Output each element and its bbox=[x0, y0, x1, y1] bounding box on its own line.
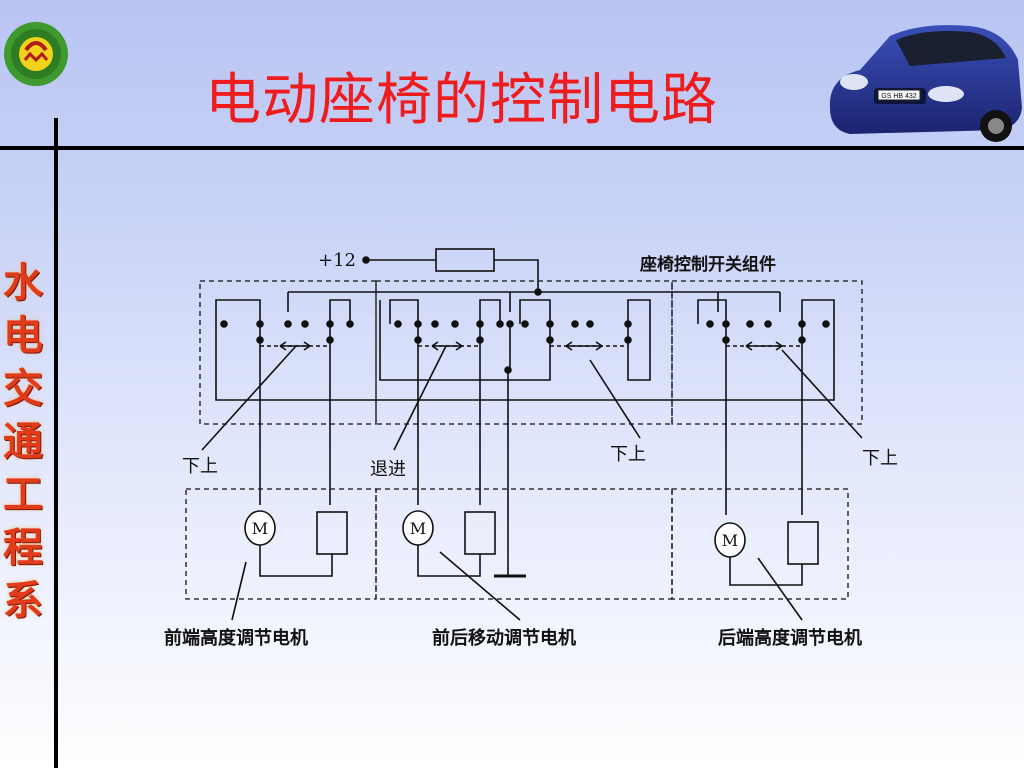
leader-line bbox=[757, 557, 803, 621]
middle-switch-label: 退进 bbox=[370, 459, 406, 480]
car-image: GS HB 432 bbox=[829, 25, 1022, 142]
switch-assembly-boxes bbox=[199, 280, 863, 425]
leader-line bbox=[439, 551, 521, 621]
leader-line bbox=[781, 349, 863, 439]
slide-title: 电动座椅的控制电路 bbox=[205, 68, 718, 133]
power-wire bbox=[494, 259, 539, 292]
department-char: 通 bbox=[3, 418, 43, 465]
motor-boxes bbox=[185, 488, 849, 600]
college-logo-icon bbox=[4, 22, 68, 86]
rear-switch-label: 下上 bbox=[862, 448, 898, 469]
department-char: 工 bbox=[3, 471, 43, 518]
power-terminal bbox=[362, 256, 370, 264]
department-char: 系 bbox=[3, 577, 43, 624]
sidebar-divider bbox=[54, 118, 58, 768]
rear-motor-label: 后端高度调节电机 bbox=[718, 627, 862, 649]
leader-line bbox=[231, 561, 247, 621]
switch-assembly-label: 座椅控制开关组件 bbox=[640, 254, 776, 275]
middle-right-switch-label: 下上 bbox=[610, 444, 646, 465]
middle-limit-switch bbox=[464, 511, 496, 555]
motor-symbol: M bbox=[410, 519, 426, 538]
license-plate: GS HB 432 bbox=[881, 93, 917, 100]
power-label: +12 bbox=[318, 250, 356, 271]
department-label: 水 电 交 通 工 程 系 bbox=[0, 256, 46, 627]
leader-line bbox=[589, 359, 641, 439]
middle-motor-label: 前后移动调节电机 bbox=[432, 627, 576, 649]
front-switch-label: 下上 bbox=[182, 456, 218, 477]
header-divider bbox=[0, 146, 1024, 150]
department-char: 交 bbox=[3, 365, 43, 412]
fuse-icon bbox=[435, 248, 495, 272]
front-limit-switch bbox=[316, 511, 348, 555]
seat-control-circuit-diagram: M M M +12 座椅控制开关组件 下上 退进 下上 下上 前端高度调节电机 … bbox=[164, 248, 898, 649]
department-char: 电 bbox=[3, 312, 43, 359]
department-char: 水 bbox=[3, 259, 43, 306]
leader-line bbox=[201, 345, 297, 451]
rear-limit-switch bbox=[787, 521, 819, 565]
department-char: 程 bbox=[3, 524, 43, 571]
leader-line bbox=[393, 345, 447, 451]
motor-symbol: M bbox=[252, 519, 268, 538]
motor-symbol: M bbox=[722, 531, 738, 550]
front-motor-label: 前端高度调节电机 bbox=[164, 627, 308, 649]
